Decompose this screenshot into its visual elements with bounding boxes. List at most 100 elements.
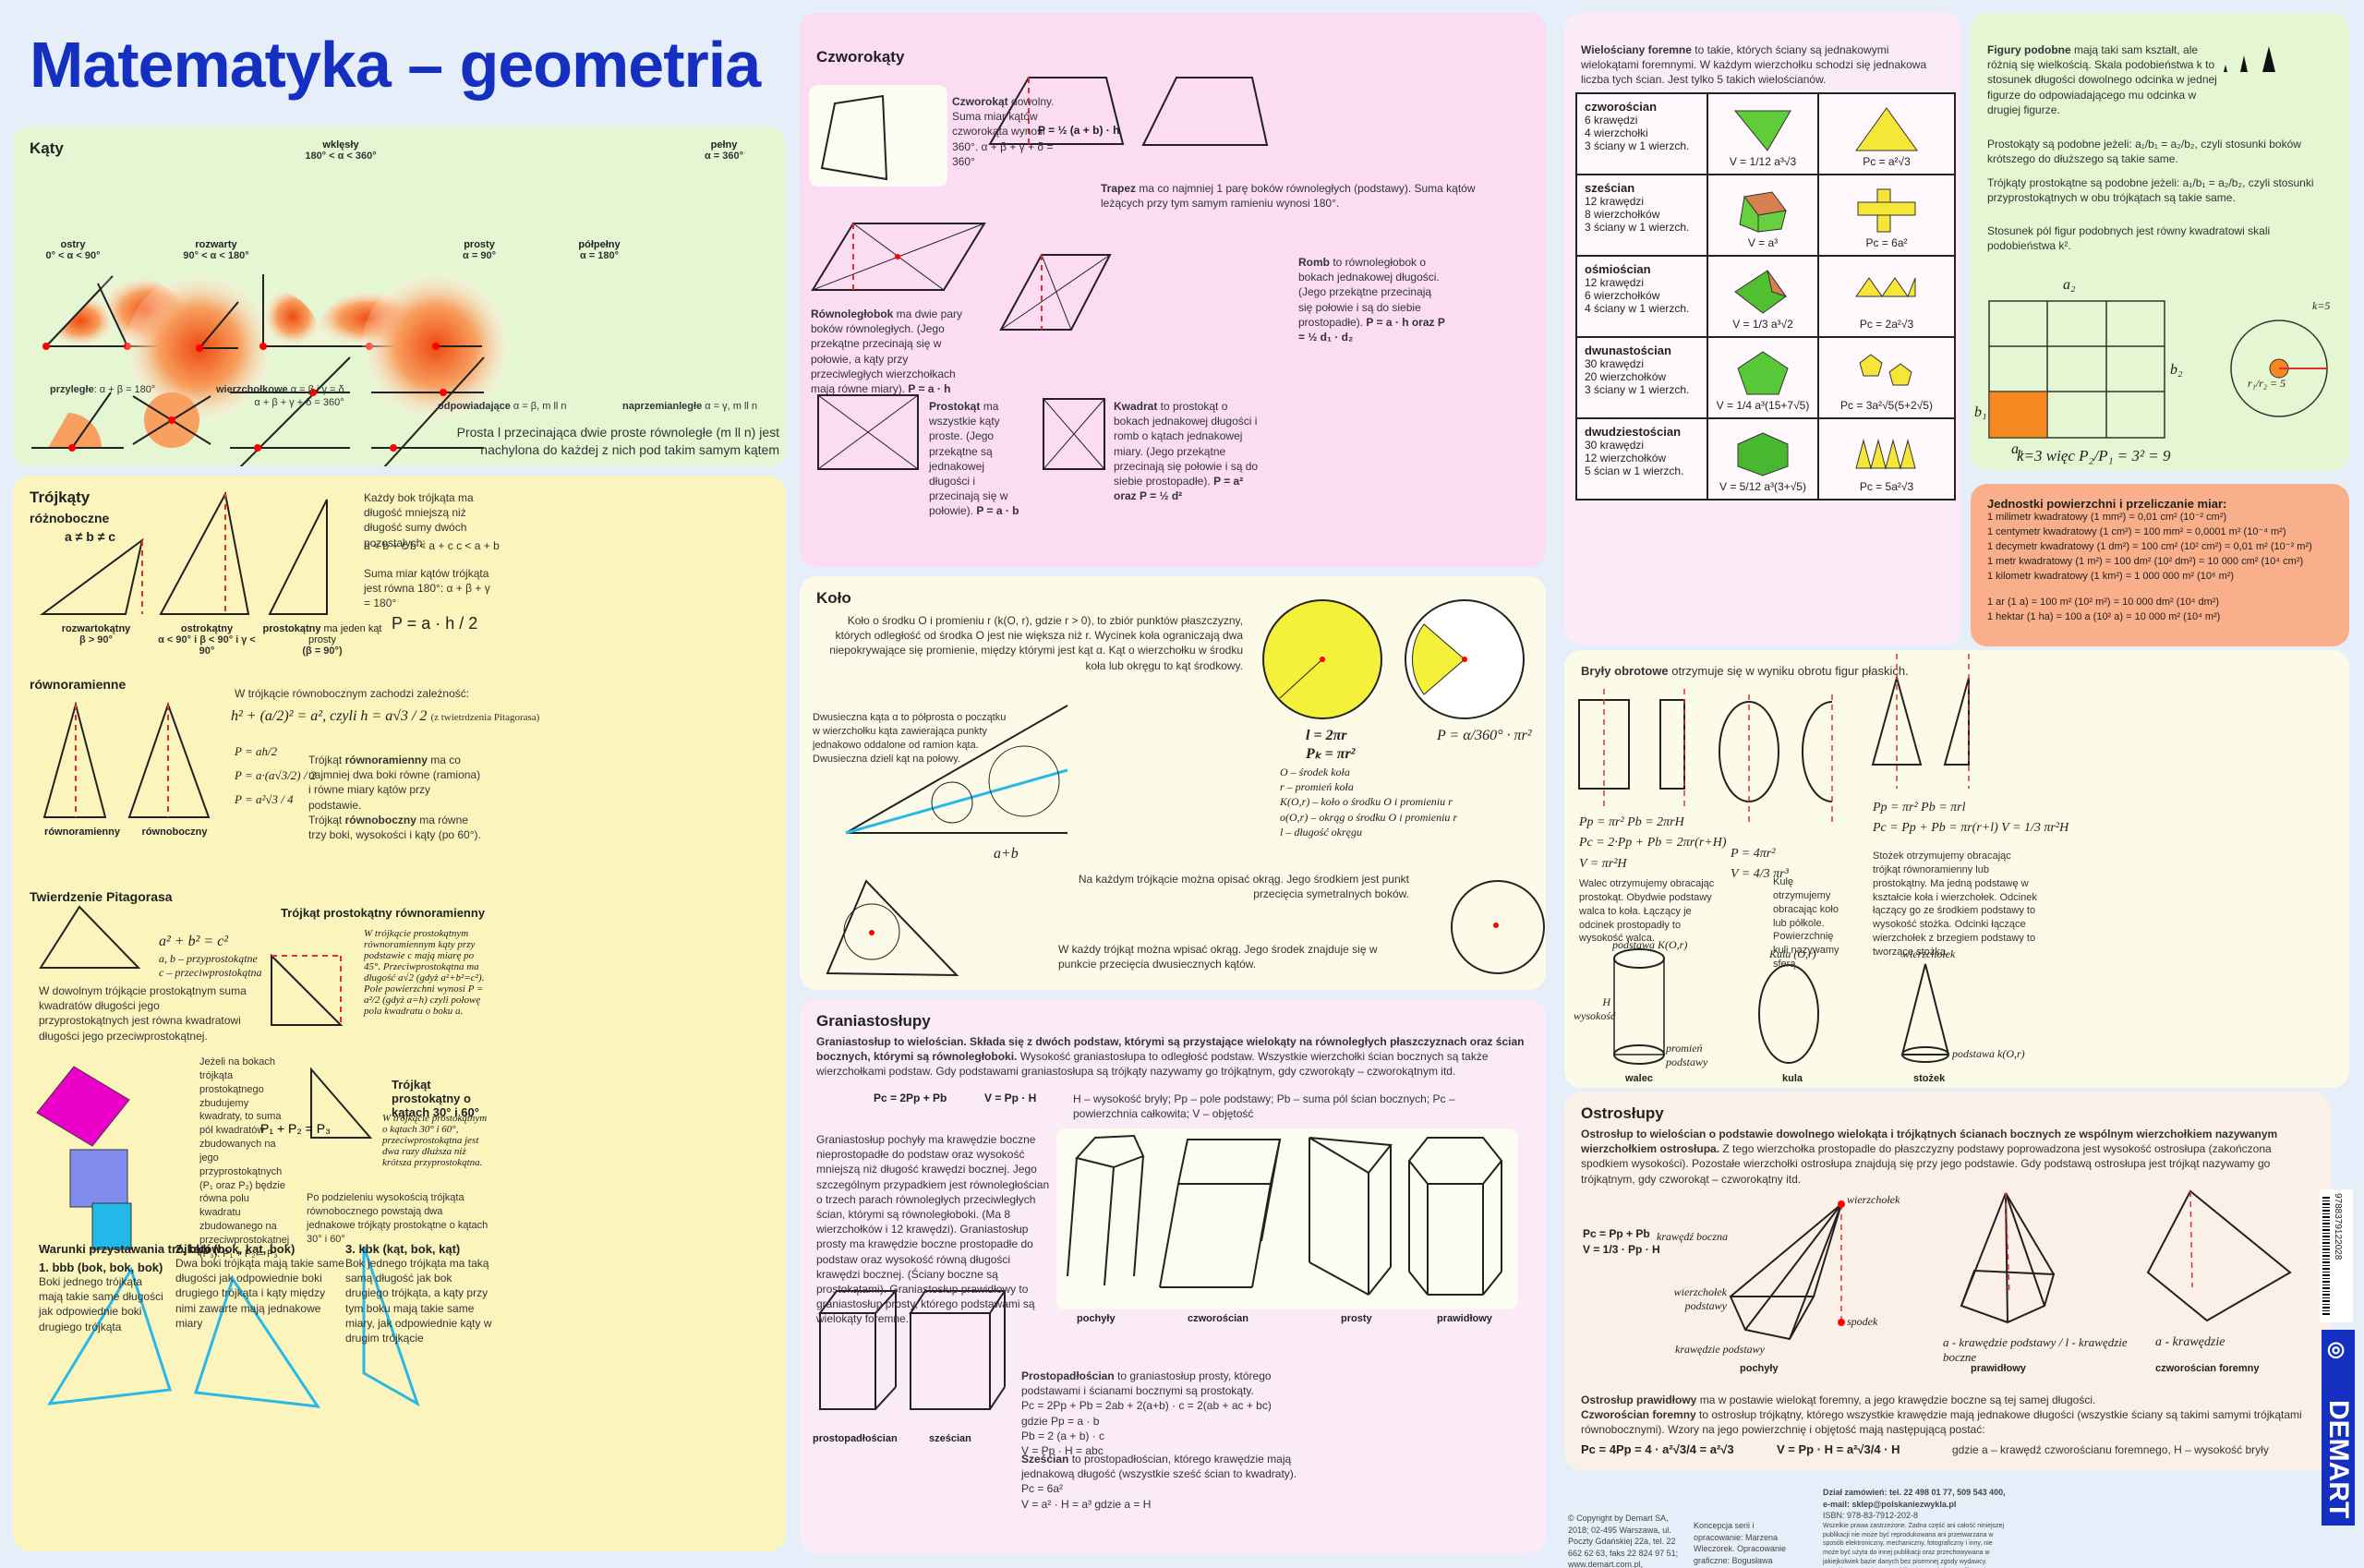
barcode: 9788379122028 — [2320, 1189, 2353, 1322]
footer-credits: Koncepcja serii i opracowanie: Marzena W… — [1694, 1521, 1787, 1568]
octahedron-icon — [1734, 270, 1788, 314]
dodecahedron-icon — [1737, 351, 1789, 395]
units-panel: Jednostki powierzchni i przeliczanie mia… — [1971, 484, 2349, 646]
circle-ratio: r₁/r₂ = 5 — [2248, 377, 2286, 390]
circumscribed-text: Na każdym trójkącie można opisać okrąg. … — [1078, 873, 1409, 901]
inequalities: a < b + c b < a + c c < a + b — [364, 539, 500, 552]
similar-area-ratio: Stosunek pól figur podobnych jest równy … — [1987, 224, 2271, 253]
prisms-panel: Graniastosłupy Graniastosłup to wielości… — [800, 999, 1546, 1553]
units-heading: Jednostki powierzchni i przeliczanie mia… — [1987, 497, 2227, 511]
tetra-volume-formula: V = Pp · H = a²√3/4 · H — [1777, 1442, 1900, 1456]
triangles-panel: Trójkąty różnoboczne a ≠ b ≠ c P₁ + P₂ =… — [13, 476, 786, 1551]
prisms-heading: Graniastosłupy — [816, 1012, 931, 1030]
similar-rectangles: Prostokąty są podobne jeżeli: a₁/b₁ = a₂… — [1987, 138, 2301, 166]
similar-diagram — [1988, 300, 2328, 439]
solids-panel: Bryły obrotowe otrzymuje się w wyniku ob… — [1564, 650, 2349, 1088]
fig-szescian: sześcian — [929, 1433, 971, 1444]
units-list: 1 milimetr kwadratowy (1 mm²) = 0,01 cm²… — [1987, 512, 2312, 622]
pythagoras-heading: Twierdzenie Pitagorasa — [30, 889, 173, 904]
pythagoras-formula: a² + b² = c² — [159, 934, 229, 949]
label-p1: P₁ + P₂ = P₃ — [260, 1121, 331, 1136]
globe-icon: ◎ — [2327, 1337, 2346, 1360]
similar-intro: Figury podobne mają taki sam kształt, al… — [1987, 43, 2217, 116]
cone-apex-label: wierzchołek — [1902, 947, 1956, 960]
right-3060-text: W trójkącie prostokątnym o kątach 30° i … — [382, 1113, 488, 1168]
similar-example: k=3 więc P₂/P₁ = 3² = 9 — [2017, 447, 2171, 464]
label-spodek: spodek — [1847, 1315, 1878, 1328]
trapezoid-text: Trapez ma co najmniej 1 parę boków równo… — [1101, 182, 1476, 211]
angles-heading: Kąty — [30, 139, 64, 157]
tetrahedron-icon — [1733, 110, 1791, 151]
quadrilaterals-heading: Czworokąty — [816, 48, 905, 66]
type-prostokatny: prostokątny ma jeden kąt prosty(β = 90°) — [262, 623, 382, 657]
angles-note: Prosta l przecinająca dwie proste równol… — [456, 425, 779, 457]
right-iso-text: W trójkącie prostokątnym równoramiennym … — [364, 928, 485, 1017]
fig-pyramid-pochyly: pochyły — [1740, 1363, 1779, 1374]
cylinder-height-label: H wysokość — [1574, 995, 1616, 1022]
tetra-area-formula: Pc = 4Pp = 4 · a²√3/4 = a²√3 — [1581, 1442, 1734, 1456]
page-title: Matematyka – geometria — [30, 29, 761, 101]
polyhedra-intro: Wielościany foremne to takie, których śc… — [1581, 43, 1927, 87]
pyramids-heading: Ostrosłupy — [1581, 1104, 1664, 1122]
right-3060-heading: Trójkąt prostokątny o kątach 30° i 60° — [392, 1078, 479, 1119]
solids-diagram — [1578, 654, 1970, 1065]
cylinder-base-label: podstawa K(O,r) — [1612, 938, 1688, 951]
cube-text: Sześcian to prostopadłościan, którego kr… — [1021, 1453, 1297, 1511]
fig-czworoscian: czworościan — [1188, 1313, 1249, 1324]
label-b2: b₂ — [2170, 362, 2183, 378]
prisms-diagram — [818, 1134, 1503, 1410]
footer-orders: Dział zamówień: tel. 22 498 01 77, 509 5… — [1823, 1488, 2006, 1568]
inequality-text: Każdy bok trójkąta ma długość mniejszą n… — [364, 491, 474, 549]
circle-heading: Koło — [816, 589, 851, 607]
prisms-definition: Graniastosłup to wielościan. Składa się … — [816, 1035, 1525, 1079]
congruence-rule-2: 2. bkb (bok, kąt, bok)Dwa boki trójkąta … — [175, 1242, 344, 1330]
pythagoras-text: W dowolnym trójkącie prostokątnym suma k… — [39, 984, 247, 1043]
square-text: Kwadrat to prostokąt o bokach jednakowej… — [1114, 400, 1259, 503]
cone-base-label: podstawa k(O,r) — [1952, 1047, 2025, 1060]
pair-naprzemianlegle: naprzemianległe α = γ, m ll n — [622, 401, 758, 412]
equilateral-text: W trójkącie równobocznym zachodzi zależn… — [235, 687, 470, 700]
label-tetra-notes: a - krawędzie — [2155, 1335, 2225, 1349]
label-b1: b₁ — [1974, 404, 1987, 420]
sector-formula: P = α/360° · πr² — [1437, 728, 1532, 743]
congruence-rule-1: 1. bbb (bok, bok, bok)Boki jednego trójk… — [39, 1260, 163, 1333]
inscribed-text: W każdy trójkąt można wpisać okrąg. Jego… — [1058, 943, 1378, 971]
fig-prosty: prosty — [1341, 1313, 1372, 1324]
label-regular-notes: a - krawędzie podstawy / l - krawędzie b… — [1943, 1335, 2128, 1364]
fig-pochyly: pochyły — [1077, 1313, 1116, 1324]
pyramids-panel: Ostrosłupy Ostrosłup to wielościan o pod… — [1564, 1092, 2331, 1470]
label-a2: a₂ — [2063, 277, 2076, 293]
octahedron-net-icon — [1855, 277, 1916, 298]
similar-panel: Figury podobne mają taki sam kształt, al… — [1971, 13, 2349, 471]
scalene-rule: a ≠ b ≠ c — [65, 529, 116, 544]
label-rownoramienny: równoramienny — [44, 826, 120, 838]
cylinder-radius-label: promień podstawy — [1666, 1042, 1708, 1068]
cuboid-text: Prostopadłościan to graniastosłup prosty… — [1021, 1369, 1272, 1457]
cube-net-icon — [1857, 188, 1916, 233]
label-rownoboczny: równoboczny — [141, 826, 208, 838]
prism-formula-legend: H – wysokość bryły; Pp – pole podstawy; … — [1073, 1092, 1455, 1121]
isosceles-heading: równoramienne — [30, 677, 127, 692]
fig-prostopadloscian: prostopadłościan — [813, 1433, 898, 1444]
polyhedra-panel: Wielościany foremne to takie, których śc… — [1564, 13, 1961, 645]
footer-copyright: © Copyright by Demart SA, 2018; 02-495 W… — [1568, 1514, 1679, 1568]
parallelogram-text: Równoległobok ma dwie pary boków równole… — [811, 308, 963, 395]
similar-right-triangles: Trójkąty prostokątne są podobne jeżeli: … — [1987, 176, 2314, 205]
label-walec: walec — [1625, 1073, 1653, 1084]
